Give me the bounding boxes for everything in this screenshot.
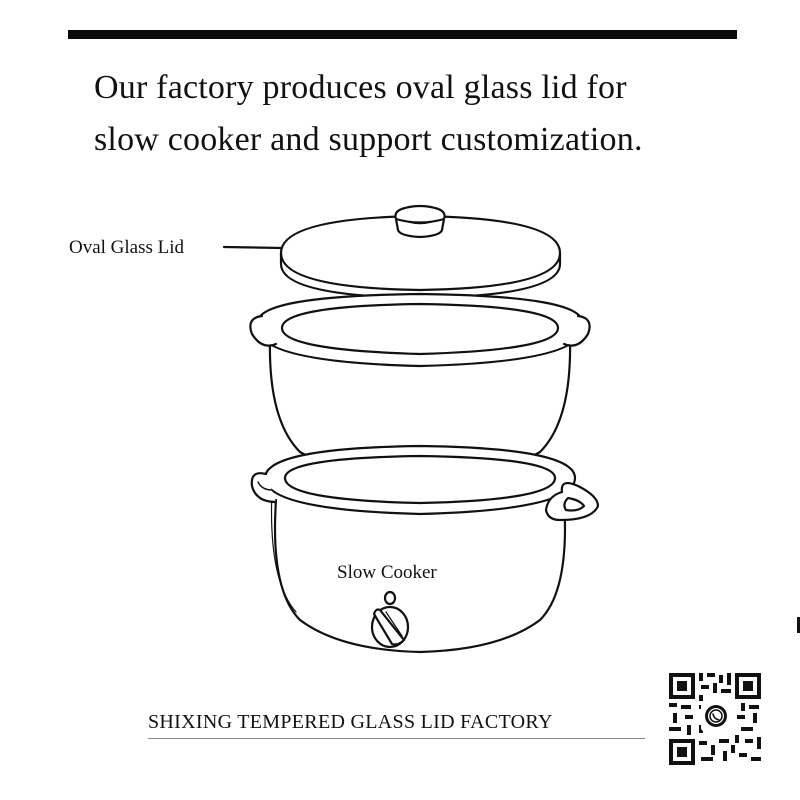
cooker-base-drawing [250,444,600,654]
headline: Our factory produces oval glass lid for … [94,62,774,166]
slow-cooker-label: Slow Cooker [337,562,437,583]
inner-pot-drawing [249,292,591,480]
footer-underline [148,738,645,739]
lid-leader-line [222,245,284,250]
glass-lid-drawing [222,204,562,300]
edge-mark [797,617,800,633]
qr-code-icon [667,671,763,767]
oval-glass-lid-label: Oval Glass Lid [69,237,185,258]
headline-line-2: slow cooker and support customization. [94,121,643,158]
factory-name: SHIXING TEMPERED GLASS LID FACTORY [148,711,553,733]
headline-line-1: Our factory produces oval glass lid for [94,69,627,106]
top-rule [68,30,737,39]
